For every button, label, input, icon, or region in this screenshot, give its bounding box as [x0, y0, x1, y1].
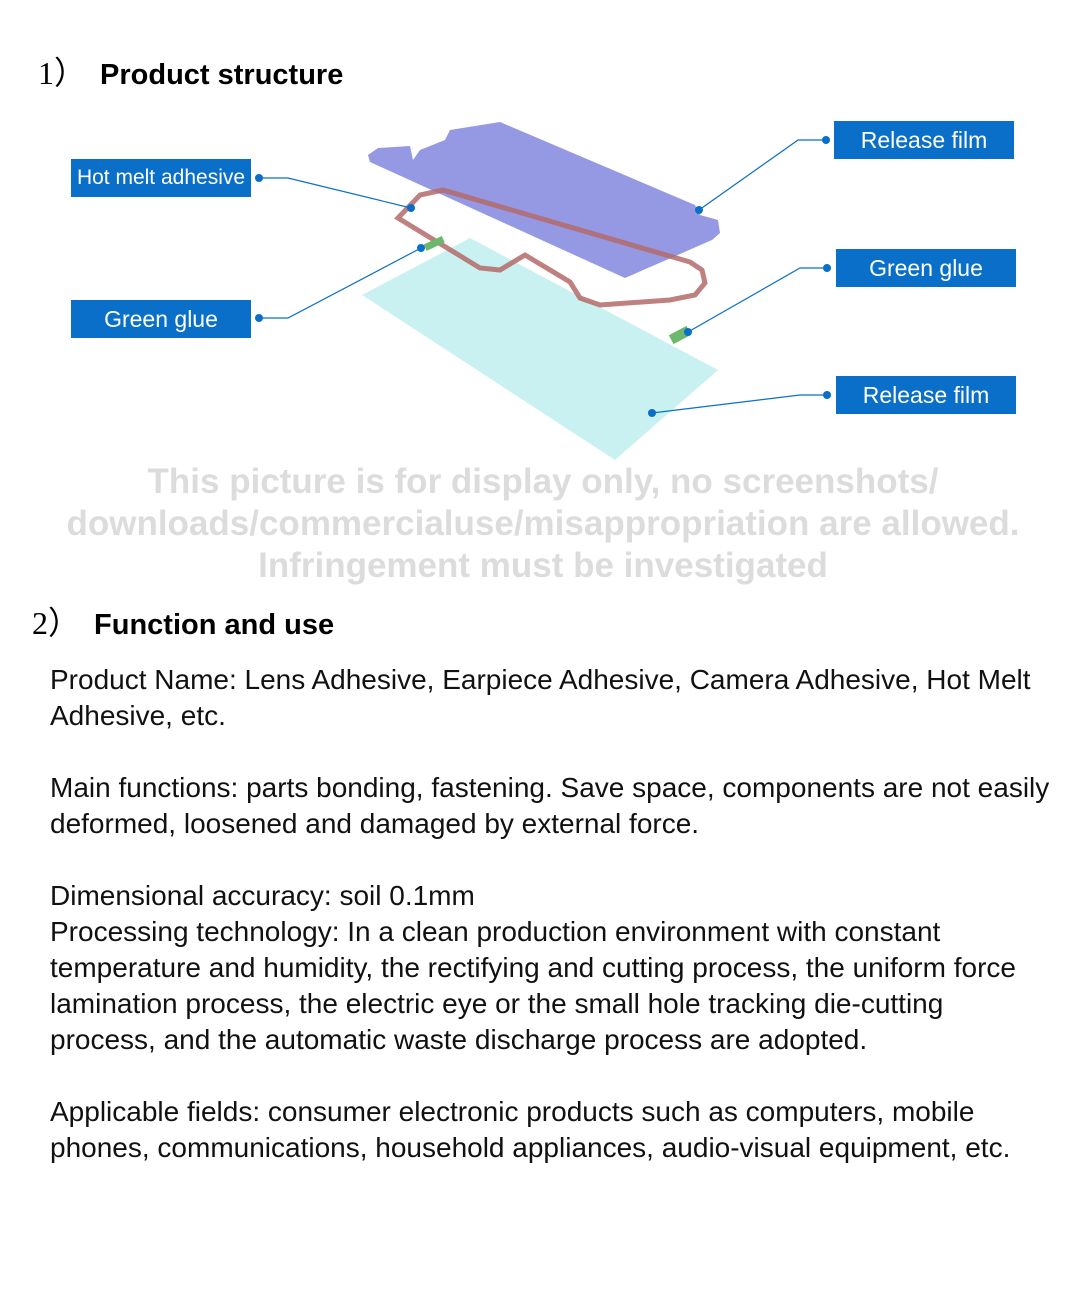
- product-structure-diagram: [255, 122, 831, 460]
- watermark-line-1: This picture is for display only, no scr…: [147, 462, 939, 501]
- watermark-line-2: downloads/commercialuse/misappropriation…: [66, 504, 1020, 543]
- section-heading-function-and-use: 2）Function and use: [32, 605, 335, 641]
- leader-lines: [259, 139, 827, 414]
- release-film-bottom-layer: [362, 238, 718, 460]
- label-green-glue-left: Green glue: [71, 300, 251, 338]
- paragraph-product-name: Product Name: Lens Adhesive, Earpiece Ad…: [50, 664, 1031, 731]
- label-release-film-bottom: Release film: [836, 376, 1016, 414]
- paragraph-main-functions: Main functions: parts bonding, fastening…: [50, 772, 1050, 839]
- paragraph-applicable-fields: Applicable fields: consumer electronic p…: [50, 1096, 1011, 1163]
- function-description: Product Name: Lens Adhesive, Earpiece Ad…: [50, 662, 1050, 1202]
- paragraph-dimensional-accuracy: Dimensional accuracy: soil 0.1mm: [50, 880, 475, 911]
- hot-melt-adhesive-frame: [394, 187, 708, 308]
- green-glue-left: [423, 236, 445, 251]
- label-green-glue-right: Green glue: [836, 249, 1016, 287]
- watermark-line-3: Infringement must be investigated: [258, 546, 828, 585]
- label-release-film-top: Release film: [834, 121, 1014, 159]
- leader-dots: [255, 136, 831, 417]
- release-film-top-layer: [368, 122, 720, 278]
- label-hot-melt-adhesive: Hot melt adhesive: [71, 159, 251, 197]
- section-heading-product-structure: 1）Product structure: [38, 55, 344, 91]
- paragraph-processing-technology: Processing technology: In a clean produc…: [50, 916, 1016, 1055]
